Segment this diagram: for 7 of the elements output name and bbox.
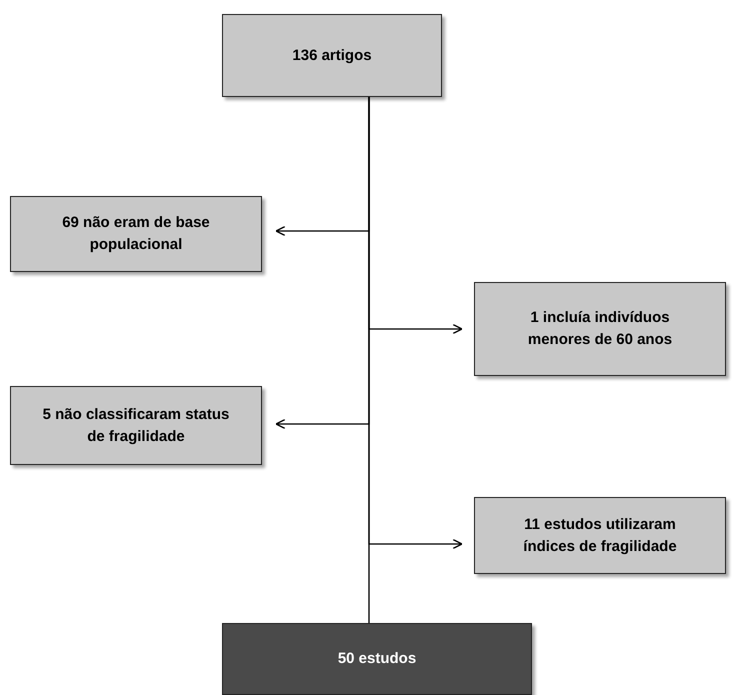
- process-box: 5 não classificaram status de fragilidade: [10, 386, 262, 465]
- process-box: 69 não eram de base populacional: [10, 196, 262, 272]
- process-box: 1 incluía indivíduos menores de 60 anos: [474, 282, 726, 376]
- process-box: 11 estudos utilizaram índices de fragilidade: [474, 497, 726, 574]
- process-box: 136 artigos: [222, 14, 442, 97]
- connector-line: [368, 97, 370, 623]
- result-box: 50 estudos: [222, 623, 532, 695]
